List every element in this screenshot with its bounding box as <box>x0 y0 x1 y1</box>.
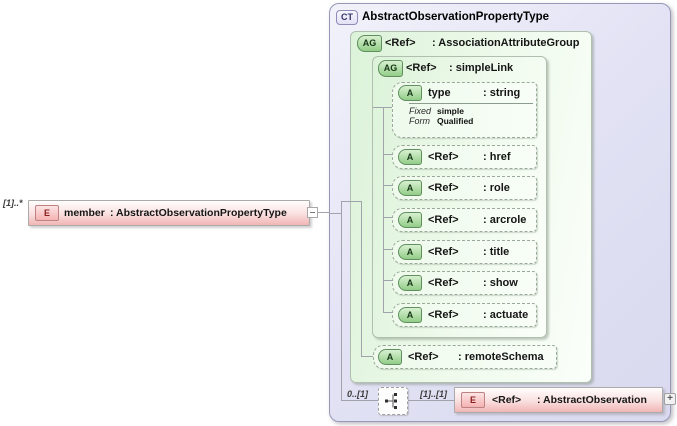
connector-line <box>383 249 392 250</box>
connector-line <box>408 400 454 401</box>
element-name: <Ref> <box>492 394 522 406</box>
sequence-compositor[interactable] <box>378 387 408 415</box>
connector-line <box>383 185 392 186</box>
occurrence-label: [1]..[1] <box>420 389 447 399</box>
minus-icon <box>310 212 315 213</box>
attribute-row: A type : string <box>393 83 536 103</box>
connector-line <box>341 400 378 401</box>
connector-line <box>383 107 384 313</box>
element-type: : AbstractObservation <box>537 394 647 406</box>
group-header: AG <Ref> : simpleLink <box>373 57 546 79</box>
attribute-icon: A <box>398 307 422 323</box>
facet-label: Form <box>409 116 430 126</box>
attribute-name: <Ref> <box>428 182 459 194</box>
attribute-name: <Ref> <box>428 246 459 258</box>
attribute-remoteschema-box[interactable]: A <Ref> : remoteSchema <box>373 345 557 369</box>
attribute-role-box[interactable]: A <Ref> : role <box>392 176 537 200</box>
attribute-type: : arcrole <box>483 214 527 226</box>
occurrence-label: 0..[1] <box>347 389 369 399</box>
connector-line <box>383 217 392 218</box>
attribute-type: : title <box>483 246 510 258</box>
attribute-name: <Ref> <box>408 351 439 363</box>
complex-type-box[interactable]: CT AbstractObservationPropertyType AG <R… <box>329 3 676 422</box>
connector-line <box>341 201 362 202</box>
connector-line <box>383 280 392 281</box>
connector-line <box>361 201 362 357</box>
connector-line <box>383 154 392 155</box>
attribute-arcrole-box[interactable]: A <Ref> : arcrole <box>392 208 537 232</box>
complex-type-icon: CT <box>336 10 358 25</box>
occurrence-label: [1]..* <box>3 198 23 208</box>
element-name: member <box>64 207 105 219</box>
group-type: : AssociationAttributeGroup <box>432 37 580 49</box>
group-name: <Ref> <box>385 37 416 49</box>
attribute-name: <Ref> <box>428 151 459 163</box>
attribute-icon: A <box>398 275 422 291</box>
connector-line <box>330 213 342 214</box>
attribute-icon: A <box>398 244 422 260</box>
attribute-icon: A <box>398 180 422 196</box>
sequence-icon <box>385 393 397 409</box>
member-element-box[interactable]: E member : AbstractObservationPropertyTy… <box>28 200 310 226</box>
facet-value: Qualified <box>437 116 474 126</box>
attribute-type: : actuate <box>483 309 529 321</box>
attribute-group-icon: AG <box>357 34 382 52</box>
connector-line <box>373 107 392 108</box>
facet-label: Fixed <box>409 106 432 116</box>
attribute-name: type <box>428 87 451 99</box>
attribute-group-icon: AG <box>378 59 403 77</box>
collapse-handle[interactable] <box>307 207 318 218</box>
group-name: <Ref> <box>406 62 437 74</box>
group-header: AG <Ref> : AssociationAttributeGroup <box>351 32 591 54</box>
attribute-type: : show <box>483 277 518 289</box>
element-icon: E <box>461 392 485 408</box>
attribute-icon: A <box>398 149 422 165</box>
attribute-name: <Ref> <box>428 309 459 321</box>
association-attribute-group-box[interactable]: AG <Ref> : AssociationAttributeGroup AG … <box>350 31 592 383</box>
attribute-title-box[interactable]: A <Ref> : title <box>392 240 537 264</box>
facet-separator <box>409 103 533 104</box>
complex-type-title: AbstractObservationPropertyType <box>362 11 550 23</box>
element-icon: E <box>35 205 59 221</box>
attribute-icon: A <box>398 212 422 228</box>
simplelink-group-box[interactable]: AG <Ref> : simpleLink A type : string Fi… <box>372 56 547 338</box>
abstract-observation-element-box[interactable]: E <Ref> : AbstractObservation <box>454 387 663 413</box>
attribute-actuate-box[interactable]: A <Ref> : actuate <box>392 303 537 327</box>
element-type: : AbstractObservationPropertyType <box>110 207 287 219</box>
attribute-name: <Ref> <box>428 214 459 226</box>
attribute-icon: A <box>378 349 402 365</box>
attribute-name: <Ref> <box>428 277 459 289</box>
attribute-href-box[interactable]: A <Ref> : href <box>392 145 537 169</box>
facet-fixed: Fixed simple <box>409 106 464 116</box>
facet-form: Form Qualified <box>409 116 473 126</box>
attribute-type: : href <box>483 151 511 163</box>
expand-button[interactable]: + <box>664 393 676 405</box>
connector-line <box>341 201 342 401</box>
connector-line <box>383 312 392 313</box>
attribute-type: : remoteSchema <box>458 351 544 363</box>
attribute-type-box[interactable]: A type : string Fixed simple Form Qualif… <box>392 82 537 138</box>
attribute-icon: A <box>398 85 422 101</box>
attribute-type: : role <box>483 182 510 194</box>
connector-line <box>318 212 330 213</box>
attribute-type: : string <box>483 87 521 99</box>
attribute-show-box[interactable]: A <Ref> : show <box>392 271 537 295</box>
connector-line <box>361 356 373 357</box>
facet-value: simple <box>437 106 464 116</box>
group-type: : simpleLink <box>449 62 514 74</box>
